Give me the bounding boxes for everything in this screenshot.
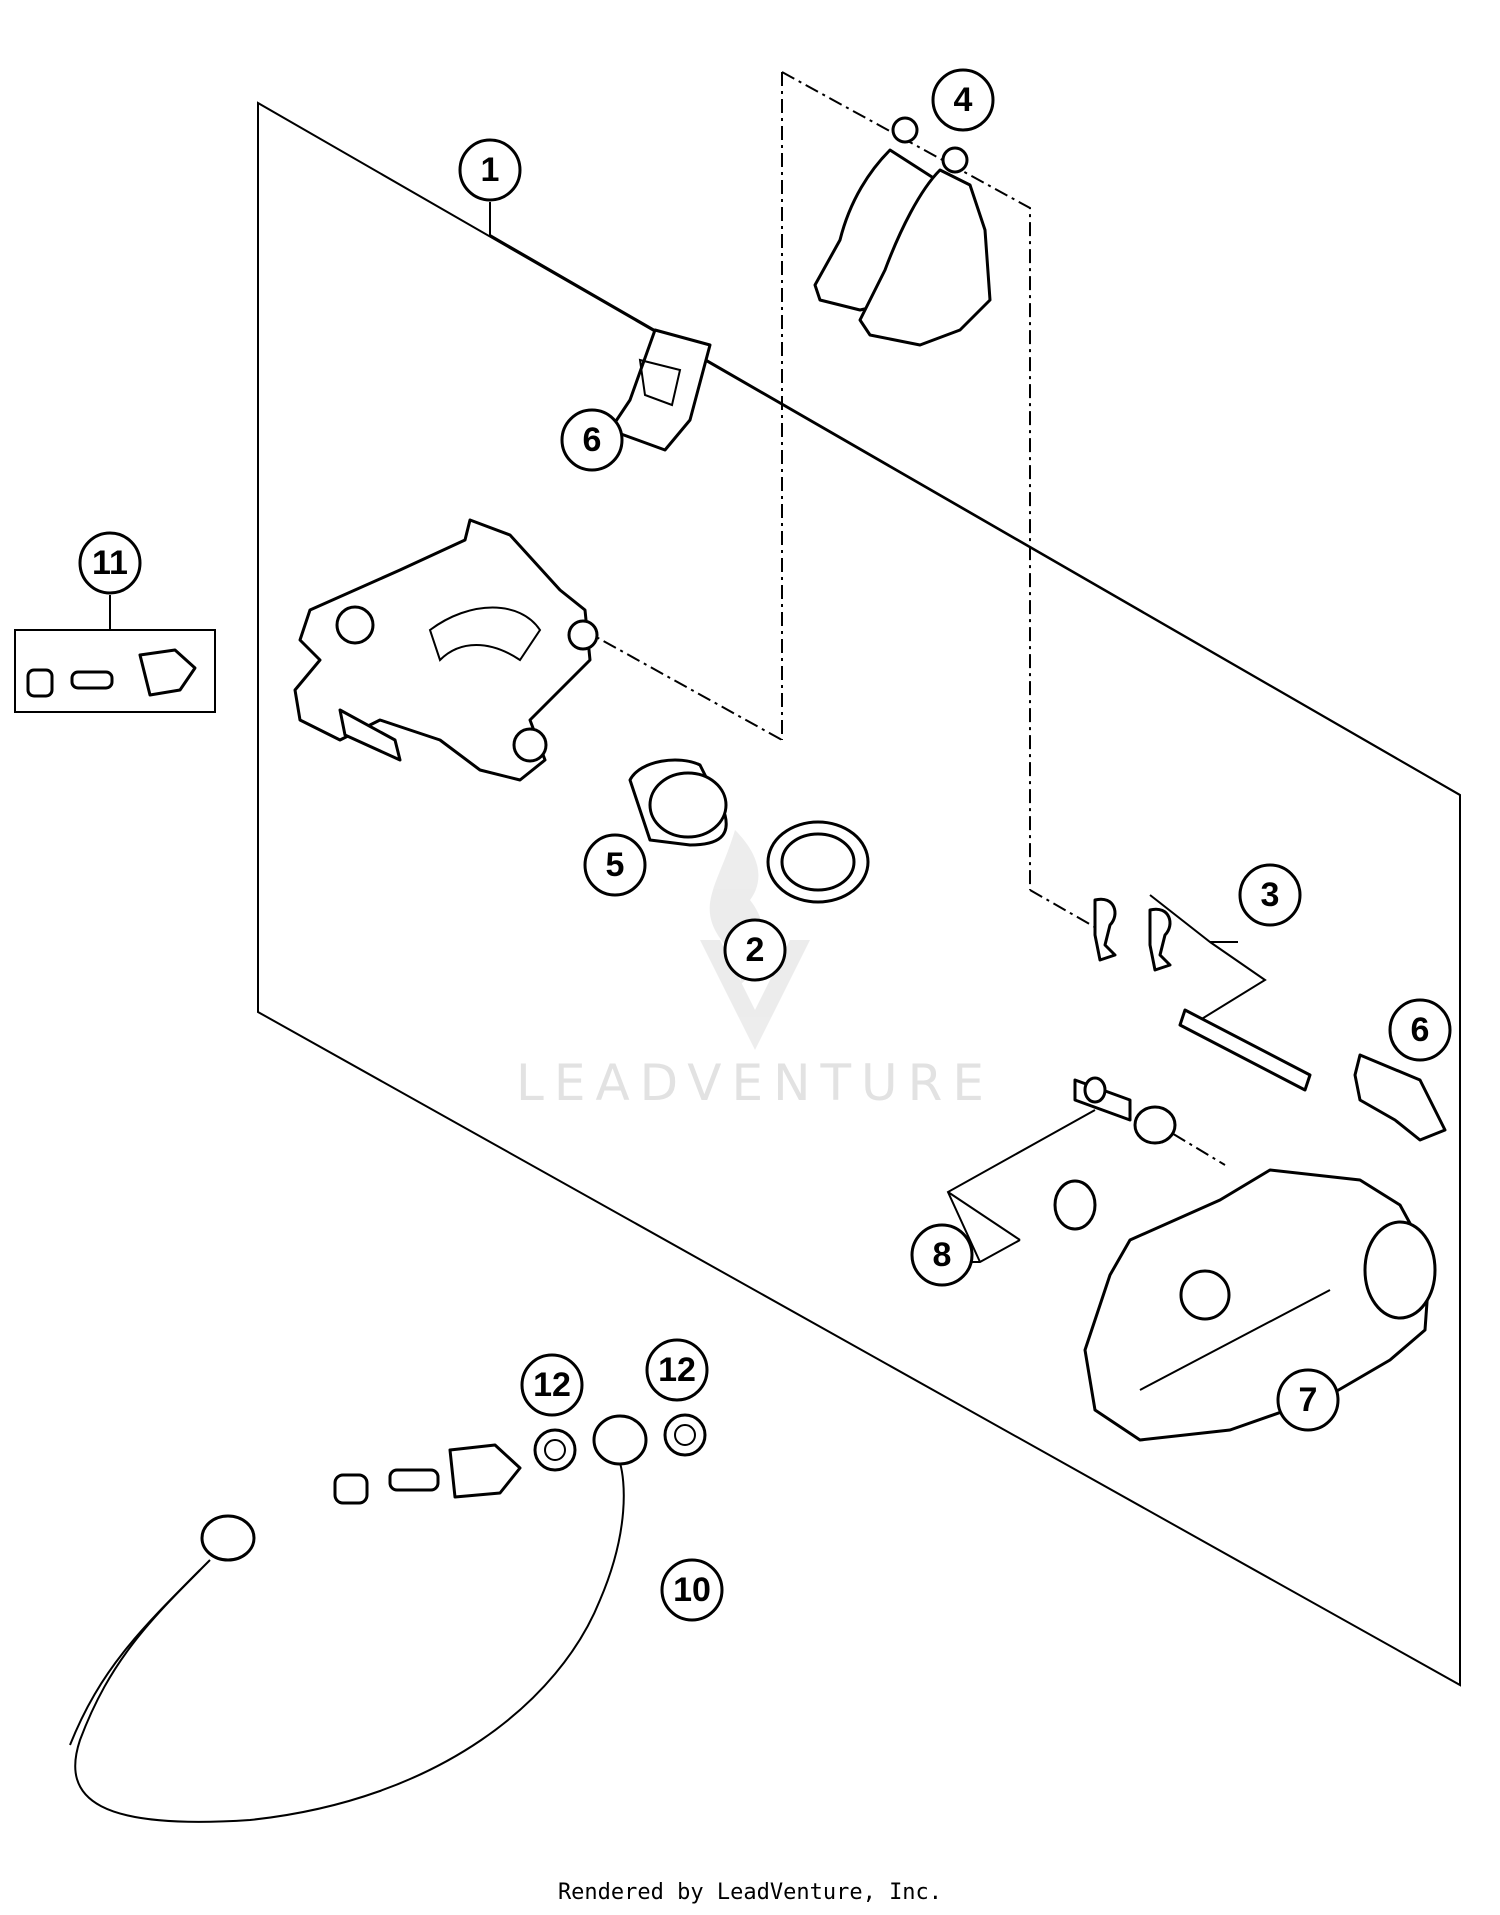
callout-8-label: 8 bbox=[933, 1236, 952, 1274]
callout-12-right-label: 12 bbox=[658, 1351, 696, 1389]
leader-3 bbox=[1149, 894, 1267, 1021]
callout-2-label: 2 bbox=[746, 931, 765, 969]
brake-pads[interactable] bbox=[813, 116, 992, 347]
pad-spring-top[interactable] bbox=[608, 328, 712, 452]
callout-4-label: 4 bbox=[954, 81, 973, 119]
callout-10[interactable]: 10 bbox=[660, 1558, 724, 1622]
caliper-carrier[interactable] bbox=[1083, 1168, 1437, 1442]
bleeder-parts-11[interactable] bbox=[26, 648, 197, 698]
callout-7[interactable]: 7 bbox=[1276, 1368, 1340, 1432]
callout-5-label: 5 bbox=[606, 846, 625, 884]
callout-6-bottom-label: 6 bbox=[1411, 1011, 1430, 1049]
callout-2[interactable]: 2 bbox=[723, 918, 787, 982]
callout-6-bottom[interactable]: 6 bbox=[1388, 998, 1452, 1062]
callout-7-label: 7 bbox=[1299, 1381, 1318, 1419]
footer-credit: Rendered by LeadVenture, Inc. bbox=[557, 1880, 943, 1905]
callout-4[interactable]: 4 bbox=[931, 68, 995, 132]
callout-6-top[interactable]: 6 bbox=[560, 408, 624, 472]
callout-8[interactable]: 8 bbox=[910, 1223, 974, 1287]
caliper-body[interactable] bbox=[293, 518, 599, 782]
watermark-text: LEADVENTURE bbox=[516, 1054, 994, 1112]
sealing-washer-left[interactable] bbox=[533, 1428, 577, 1472]
pin-assembly-line bbox=[1029, 889, 1101, 931]
carrier-assembly-line bbox=[579, 627, 783, 741]
guide-pin-set[interactable] bbox=[1053, 1076, 1177, 1231]
callout-1-label: 1 bbox=[481, 151, 500, 189]
callout-3[interactable]: 3 bbox=[1238, 863, 1302, 927]
brake-hose[interactable] bbox=[69, 1414, 648, 1823]
pad-spring-bottom[interactable] bbox=[1353, 1053, 1447, 1142]
leader-1 bbox=[489, 202, 1461, 796]
callout-12-right[interactable]: 12 bbox=[645, 1338, 709, 1402]
callout-12-left[interactable]: 12 bbox=[520, 1353, 584, 1417]
pad-assembly-line-2 bbox=[781, 71, 1031, 890]
piston[interactable] bbox=[628, 758, 728, 847]
callout-11-label: 11 bbox=[92, 544, 128, 582]
bleeder-kit-box bbox=[14, 629, 216, 713]
callout-12-left-label: 12 bbox=[533, 1366, 571, 1404]
callout-3-label: 3 bbox=[1261, 876, 1280, 914]
callout-1[interactable]: 1 bbox=[458, 138, 522, 202]
sealing-washer-right[interactable] bbox=[663, 1413, 707, 1457]
piston-seals[interactable] bbox=[766, 820, 870, 904]
callout-11[interactable]: 11 bbox=[78, 531, 142, 595]
callout-5[interactable]: 5 bbox=[583, 833, 647, 897]
bleeder-parts-hose[interactable] bbox=[333, 1443, 522, 1505]
pad-pin-with-clips[interactable] bbox=[1093, 897, 1312, 1092]
callout-10-label: 10 bbox=[673, 1571, 711, 1609]
callout-6-top-label: 6 bbox=[583, 421, 602, 459]
